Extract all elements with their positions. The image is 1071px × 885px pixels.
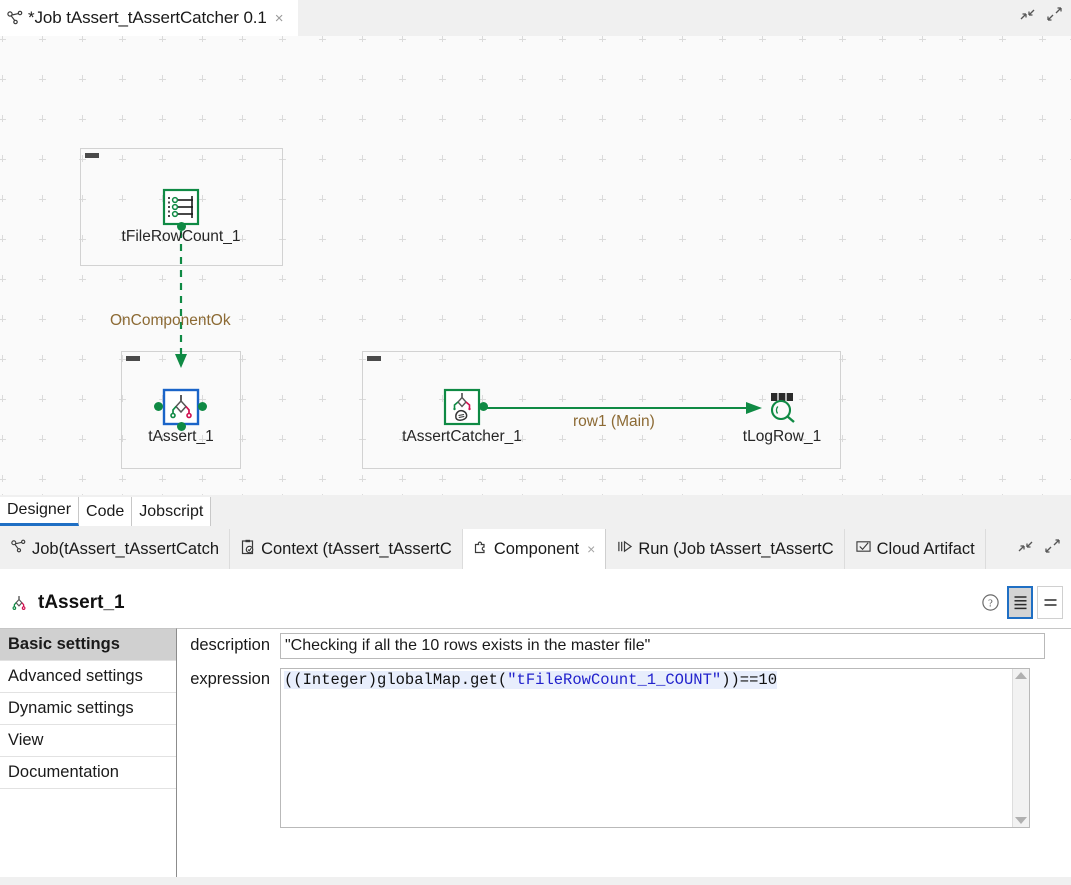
settings-item-advanced[interactable]: Advanced settings	[0, 661, 176, 693]
compact-view-button[interactable]	[1037, 586, 1063, 619]
maximize-arrows-icon[interactable]	[1044, 538, 1061, 560]
component-title: tAssert_1	[38, 592, 125, 613]
settings-item-dynamic[interactable]: Dynamic settings	[0, 693, 176, 725]
tab-job[interactable]: Job(tAssert_tAssertCatch	[0, 529, 231, 569]
tab-component[interactable]: Component ×	[462, 529, 607, 569]
restore-arrows-icon[interactable]	[1019, 6, 1036, 28]
tab-label: Run (Job tAssert_tAssertC	[638, 539, 834, 558]
restore-arrows-icon[interactable]	[1017, 538, 1034, 560]
assert-catcher-icon[interactable]	[443, 388, 488, 426]
node-label: tAssertCatcher_1	[402, 428, 522, 445]
assert-icon	[8, 592, 30, 614]
node-tfilerowcount-1[interactable]: tFileRowCount_1	[122, 188, 240, 245]
help-circle-icon[interactable]: ?	[977, 586, 1003, 619]
close-icon[interactable]: ×	[274, 9, 284, 27]
node-port[interactable]	[198, 402, 207, 411]
file-row-count-icon[interactable]	[162, 188, 200, 231]
view-tabs-filler	[211, 497, 1071, 526]
tab-label: Cloud Artifact	[876, 539, 975, 558]
expression-string-literal: "tFileRowCount_1_COUNT"	[507, 671, 722, 689]
window-controls	[1019, 6, 1063, 28]
arrow-up-icon[interactable]	[1015, 672, 1027, 679]
settings-item-basic[interactable]: Basic settings	[0, 629, 176, 661]
editor-tab-job[interactable]: *Job tAssert_tAssertCatcher 0.1 ×	[0, 0, 298, 36]
description-input[interactable]	[280, 633, 1045, 659]
description-row: description	[177, 631, 1071, 660]
tab-jobscript[interactable]: Jobscript	[132, 497, 212, 526]
editor-tabbar: *Job tAssert_tAssertCatcher 0.1 ×	[0, 0, 1071, 36]
svg-text:?: ?	[988, 599, 993, 610]
tab-run[interactable]: Run (Job tAssert_tAssertC	[606, 529, 845, 569]
expression-label: expression	[190, 670, 270, 688]
job-icon	[10, 539, 27, 559]
expression-editor[interactable]: ((Integer)globalMap.get("tFileRowCount_1…	[280, 668, 1030, 828]
cloud-artifact-icon	[855, 539, 872, 559]
component-header: tAssert_1 ?	[0, 582, 1071, 623]
expression-suffix: ))==10	[721, 671, 777, 689]
job-icon	[6, 10, 24, 26]
subjob-collapse-handle[interactable]	[126, 356, 140, 361]
expression-row: expression ((Integer)globalMap.get("tFil…	[177, 665, 1071, 828]
log-row-magnifier-icon[interactable]	[763, 388, 801, 426]
node-tassert-1[interactable]: tAssert_1	[148, 388, 214, 445]
subjob-frame-assertcatcher[interactable]	[362, 351, 841, 469]
expression-text[interactable]: ((Integer)globalMap.get("tFileRowCount_1…	[281, 669, 1012, 827]
editor-tab-title: *Job tAssert_tAssertCatcher 0.1	[28, 8, 267, 27]
tab-context[interactable]: Context (tAssert_tAssertC	[230, 529, 463, 569]
tab-designer[interactable]: Designer	[0, 497, 80, 526]
list-view-button[interactable]	[1007, 586, 1033, 619]
close-icon[interactable]: ×	[587, 541, 596, 557]
context-icon	[240, 539, 256, 560]
expression-prefix: ((Integer)globalMap.get(	[284, 671, 508, 689]
description-label: description	[190, 636, 270, 654]
tab-cloud-artifact[interactable]: Cloud Artifact	[844, 529, 986, 569]
scrollbar-thumb[interactable]	[1014, 681, 1028, 815]
component-body: Basic settings Advanced settings Dynamic…	[0, 628, 1071, 885]
puzzle-icon	[473, 539, 489, 560]
tab-label: Component	[493, 539, 580, 558]
settings-item-view[interactable]: View	[0, 725, 176, 757]
maximize-arrows-icon[interactable]	[1046, 6, 1063, 28]
node-tassertcatcher-1[interactable]: tAssertCatcher_1	[402, 388, 522, 445]
component-header-actions: ?	[977, 586, 1063, 619]
component-panel: tAssert_1 ?	[0, 569, 1071, 885]
node-label: tLogRow_1	[742, 428, 822, 445]
run-icon	[616, 539, 633, 559]
bottom-tabs-spacer	[985, 529, 1007, 569]
basic-settings-form: description expression ((Integer)globalM…	[177, 628, 1071, 885]
tab-label: Job(tAssert_tAssertCatch	[32, 539, 220, 558]
subjob-collapse-handle[interactable]	[85, 153, 99, 158]
link-label-oncomponentok[interactable]: OnComponentOk	[110, 312, 231, 329]
job-designer-canvas[interactable]: tFileRowCount_1 OnComponentOk tAssert_1	[0, 36, 1071, 495]
tab-label: Context (tAssert_tAssertC	[261, 539, 452, 558]
node-port[interactable]	[177, 222, 186, 231]
node-port[interactable]	[479, 402, 488, 411]
node-port[interactable]	[154, 402, 163, 411]
tab-code[interactable]: Code	[79, 497, 133, 526]
arrow-down-icon[interactable]	[1015, 817, 1027, 824]
editor-view-tabs: Designer Code Jobscript	[0, 495, 1071, 526]
bottom-panel-controls	[1007, 529, 1071, 569]
bottom-view-tabs: Job(tAssert_tAssertCatch Context (tAsser…	[0, 529, 1071, 569]
node-label: tFileRowCount_1	[121, 228, 241, 245]
settings-tab-list: Basic settings Advanced settings Dynamic…	[0, 628, 177, 885]
node-port[interactable]	[177, 422, 186, 431]
settings-item-documentation[interactable]: Documentation	[0, 757, 176, 789]
node-tlogrow-1[interactable]: tLogRow_1	[743, 388, 821, 445]
panel-bottom-strip	[0, 877, 1071, 885]
assert-icon[interactable]	[154, 388, 207, 431]
link-label-row1-main[interactable]: row1 (Main)	[573, 413, 655, 430]
subjob-collapse-handle[interactable]	[367, 356, 381, 361]
expression-scrollbar[interactable]	[1012, 669, 1029, 827]
node-label: tAssert_1	[148, 428, 214, 445]
